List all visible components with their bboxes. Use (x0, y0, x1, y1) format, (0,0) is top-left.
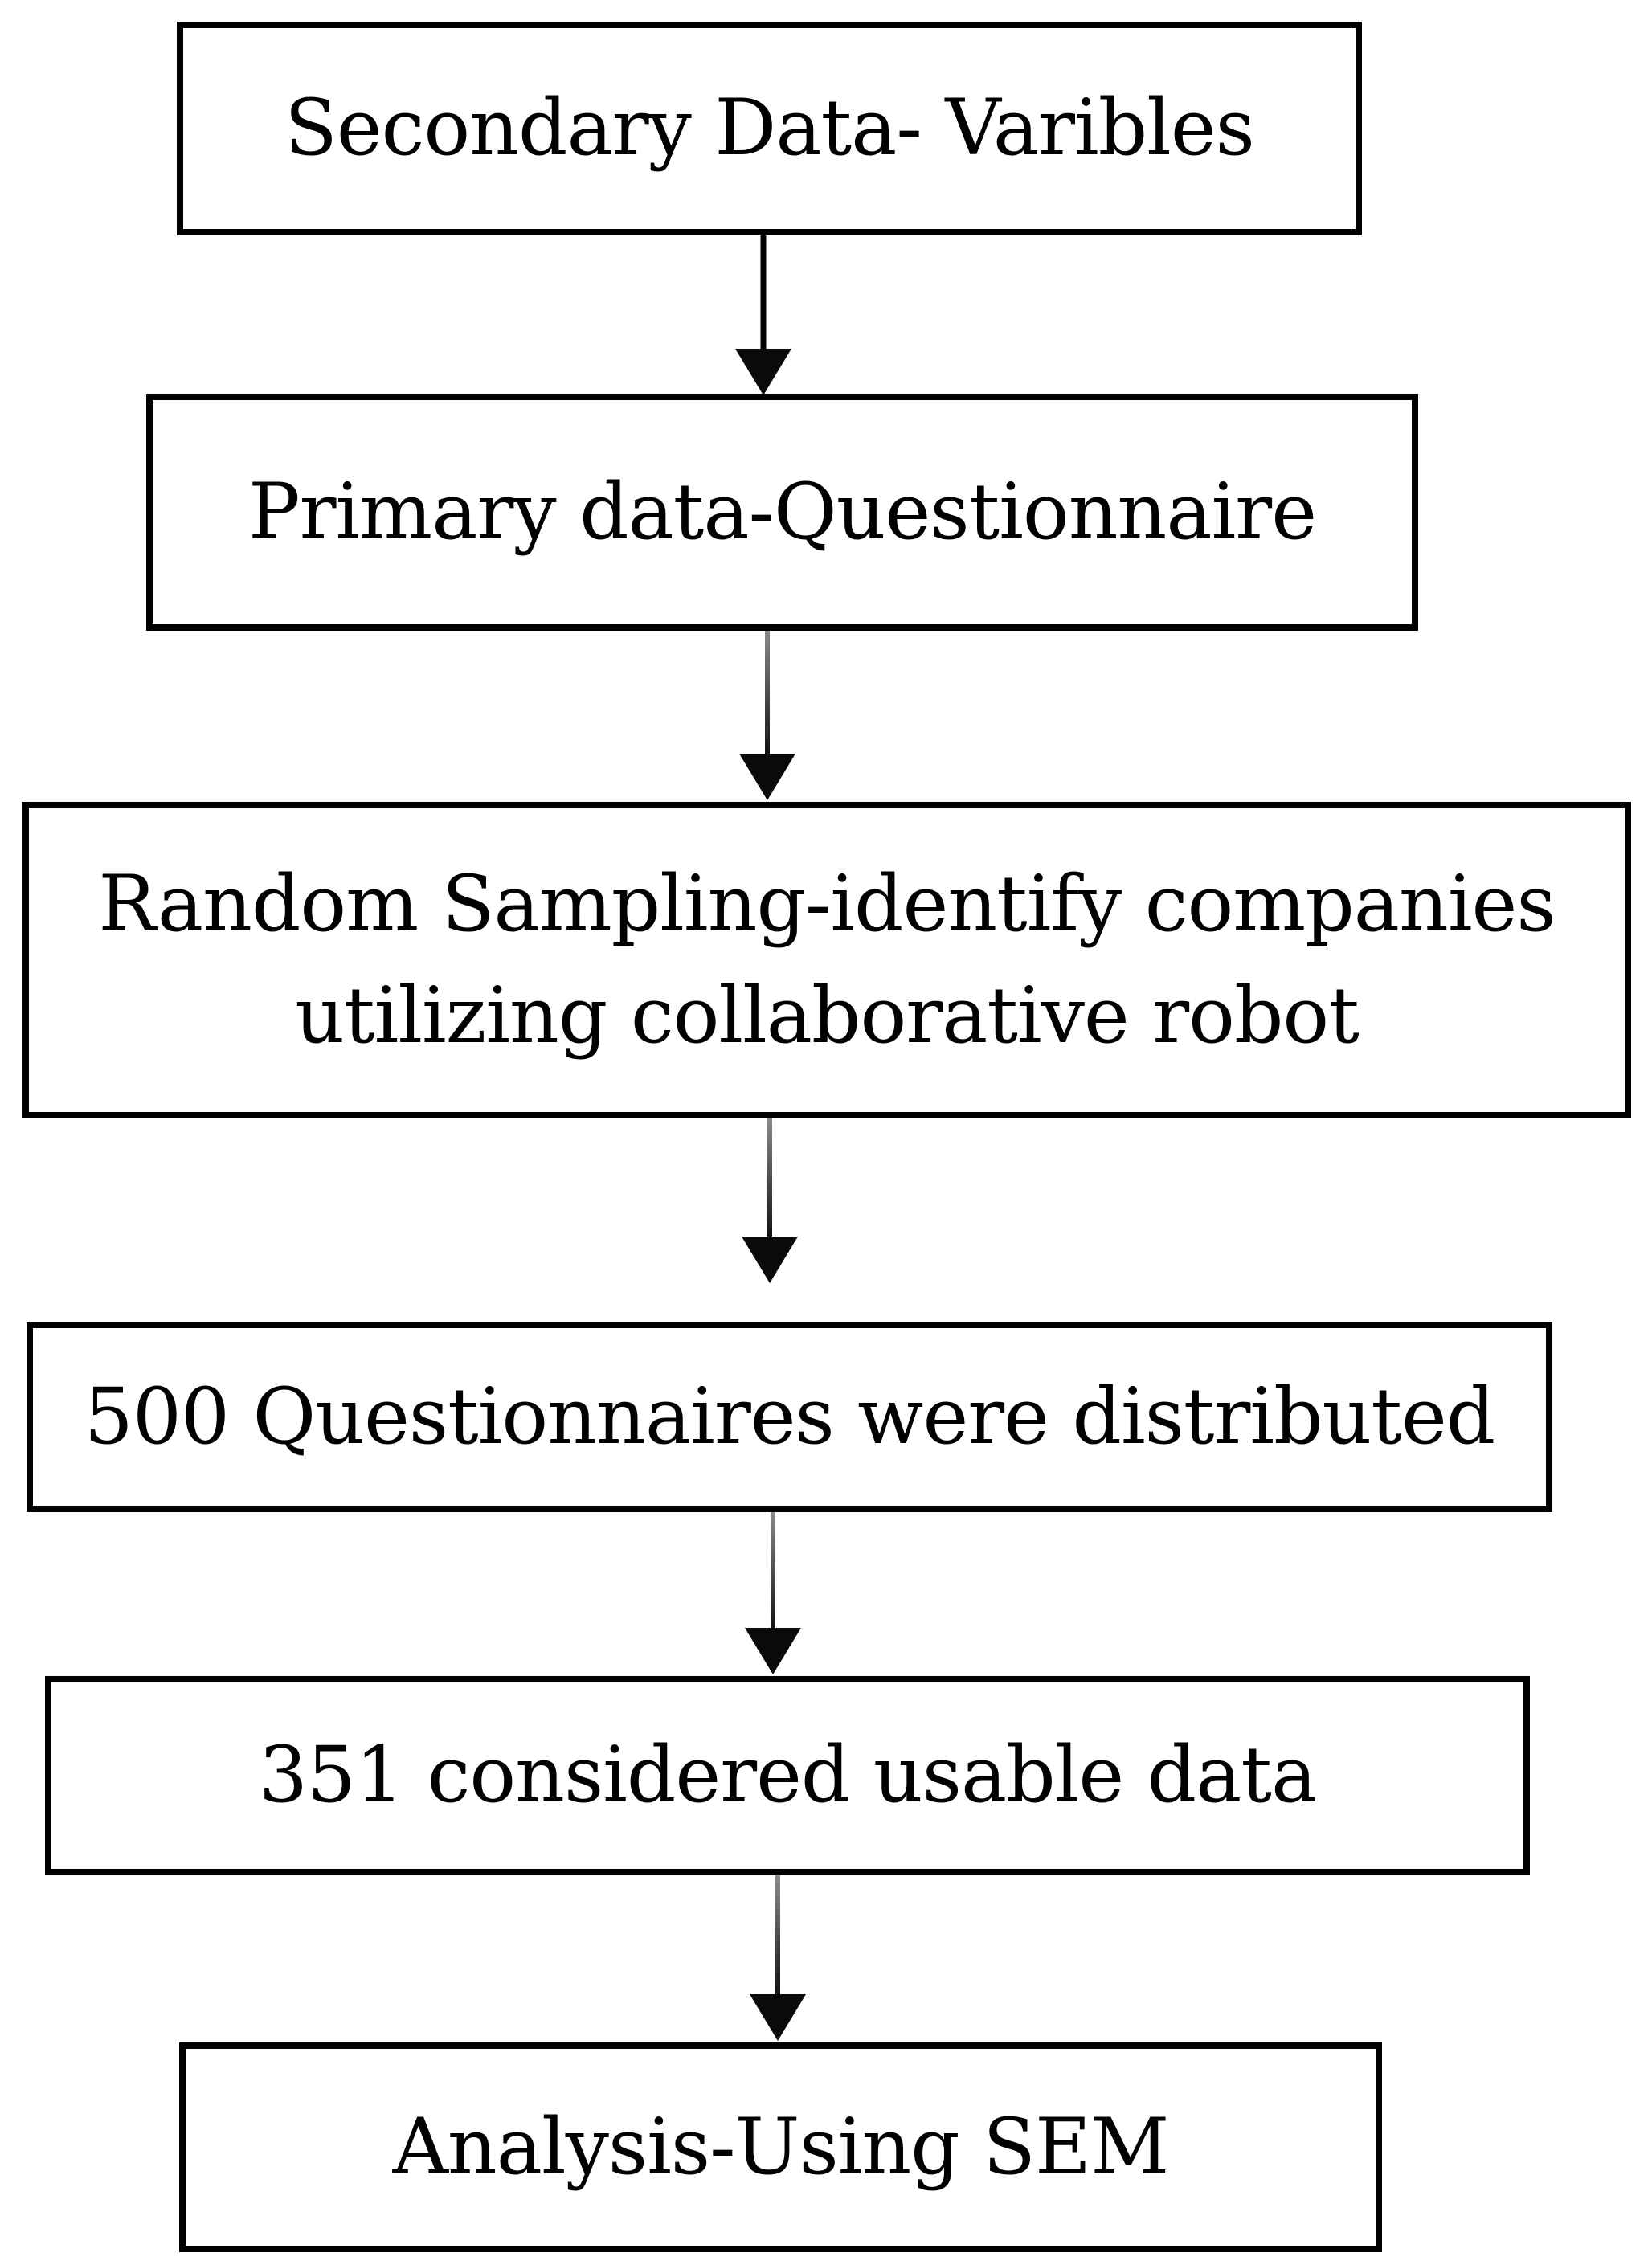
node-usable-data: 351 considered usable data (45, 1676, 1530, 1875)
arrow-shaft (775, 1875, 780, 1996)
arrow-down-icon (735, 349, 791, 395)
node-label: utilizing collaborative robot (295, 971, 1360, 1061)
arrow-shaft (760, 235, 767, 350)
node-label: Random Sampling-identify companies (98, 858, 1556, 949)
arrow-usable-to-analysis (750, 1875, 806, 2041)
node-questionnaires-distributed: 500 Questionnaires were distributed (27, 1322, 1552, 1512)
node-random-sampling: Random Sampling-identify companies utili… (22, 802, 1631, 1118)
arrow-down-icon (745, 1628, 801, 1674)
arrow-down-icon (742, 1237, 798, 1283)
node-label: Analysis-Using SEM (392, 2101, 1170, 2192)
node-label: 500 Questionnaires were distributed (84, 1371, 1495, 1462)
arrow-distributed-to-usable (745, 1512, 801, 1674)
arrow-sampling-to-distributed (742, 1118, 798, 1283)
arrow-primary-to-sampling (739, 631, 795, 800)
arrow-shaft (771, 1512, 775, 1629)
arrow-down-icon (750, 1994, 806, 2041)
node-analysis: Analysis-Using SEM (179, 2042, 1382, 2252)
arrow-down-icon (739, 754, 795, 800)
node-label: Secondary Data- Varibles (284, 83, 1255, 174)
node-primary-data: Primary data-Questionnaire (146, 394, 1418, 631)
arrow-shaft (765, 631, 770, 755)
node-label: 351 considered usable data (258, 1730, 1317, 1821)
node-label: Primary data-Questionnaire (247, 466, 1317, 557)
node-secondary-data: Secondary Data- Varibles (177, 22, 1362, 235)
arrow-shaft (767, 1118, 772, 1238)
arrow-secondary-to-primary (735, 235, 791, 395)
